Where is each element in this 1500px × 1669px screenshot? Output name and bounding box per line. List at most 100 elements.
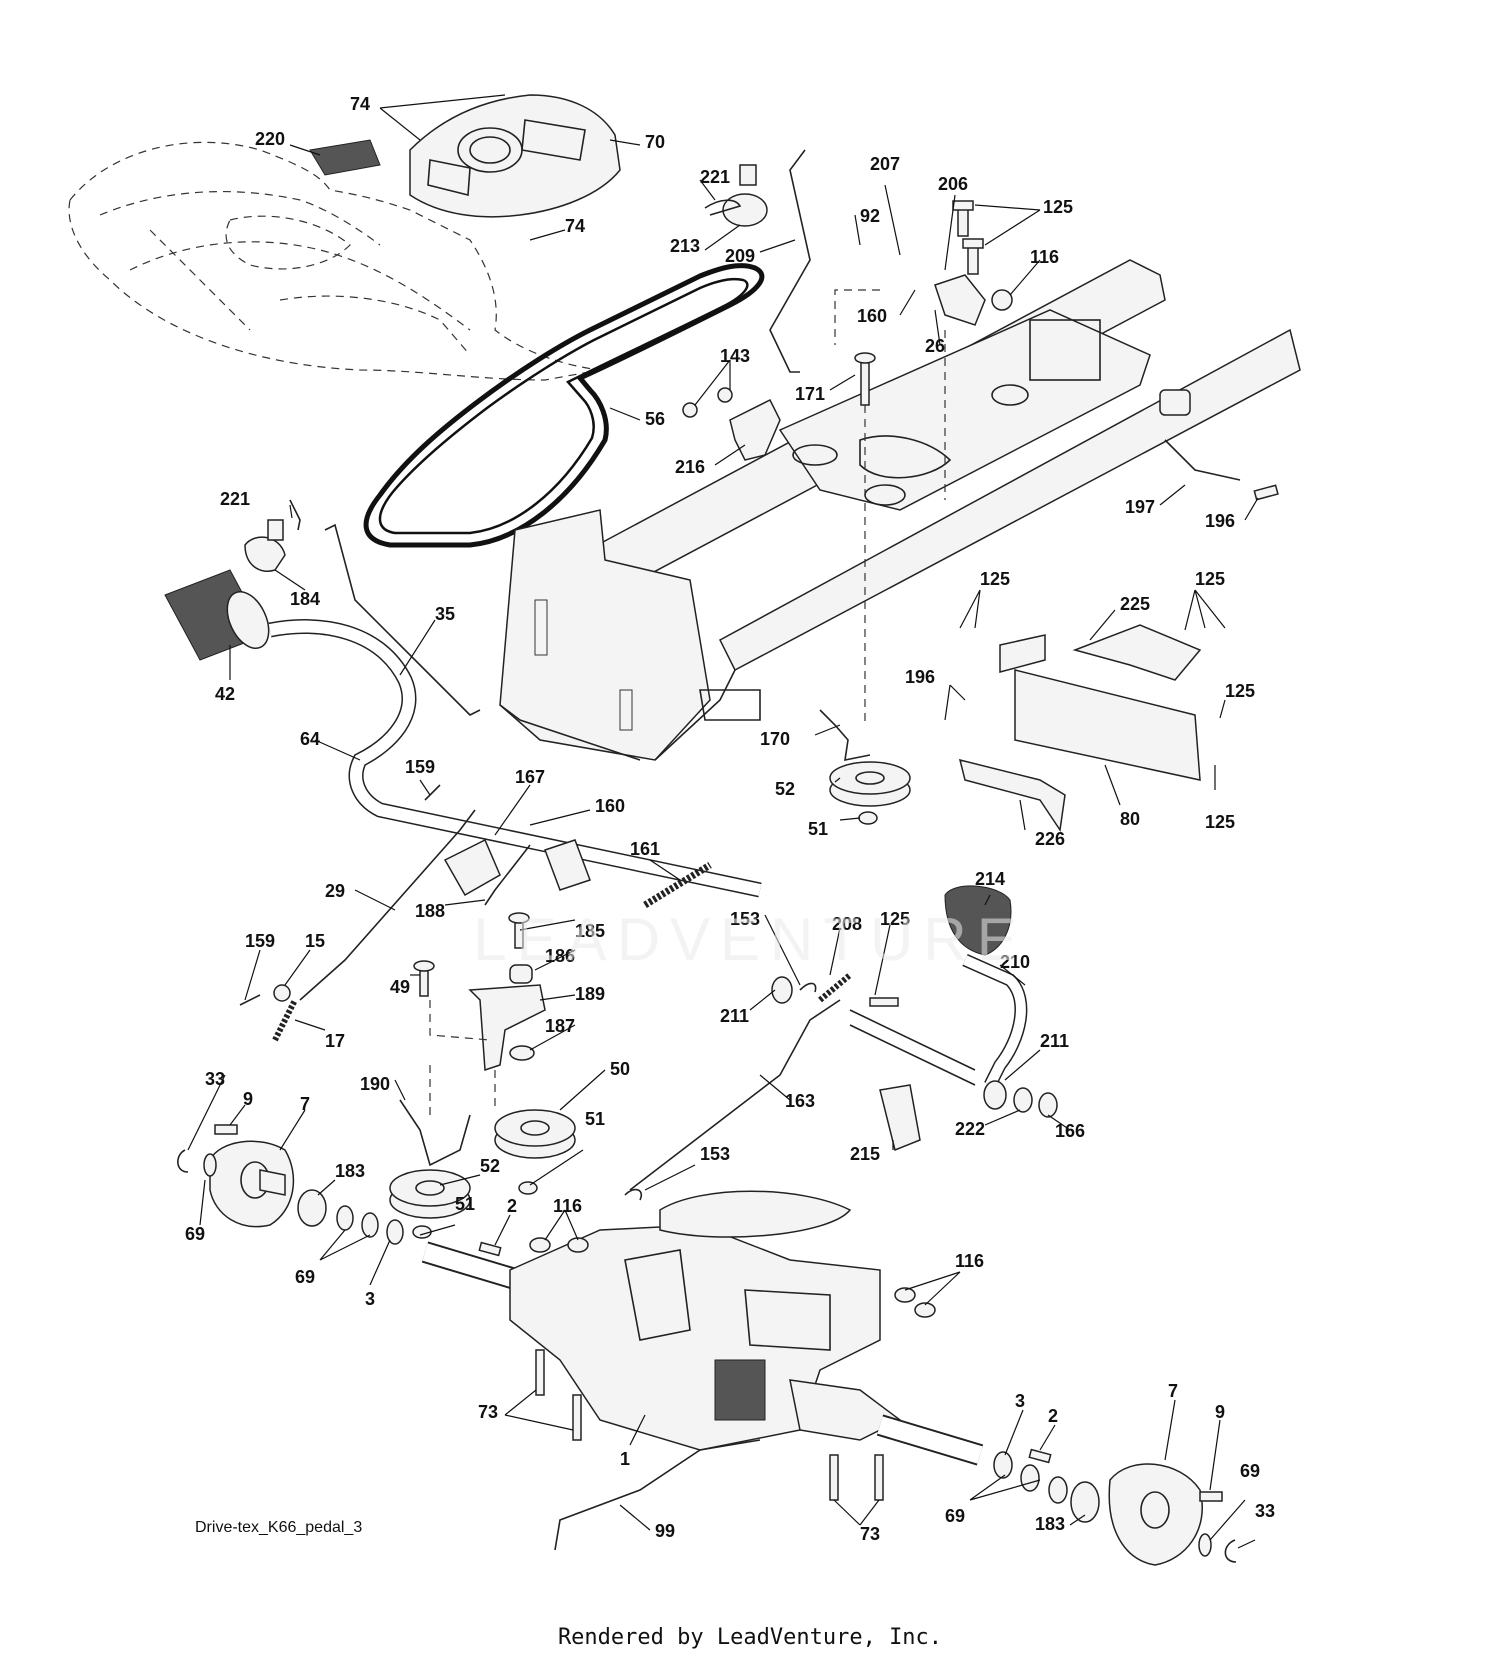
- callout-70: 70: [645, 132, 665, 152]
- pedal-pad-215: [879, 1084, 921, 1152]
- spring-208: [818, 972, 852, 1003]
- bracket-206: [934, 274, 986, 326]
- frame-chassis: [499, 259, 1301, 761]
- callout-213: 213: [670, 236, 700, 256]
- callout-3: 3: [365, 1289, 375, 1309]
- diagram-name: Drive-tex_K66_pedal_3: [195, 1519, 363, 1536]
- drive-belt: [363, 263, 765, 548]
- callout-186: 186: [545, 946, 575, 966]
- hub-7-left: [209, 1140, 295, 1228]
- callout-209: 209: [725, 246, 755, 266]
- callout-206: 206: [938, 174, 968, 194]
- callout-125: 125: [1225, 681, 1255, 701]
- callout-labels: 74 220 70 74 221 213 209 207 92 206 125 …: [185, 94, 1275, 1544]
- callout-166: 166: [1055, 1121, 1085, 1141]
- rod-188: [484, 844, 531, 906]
- callout-51: 51: [585, 1109, 605, 1129]
- callout-2: 2: [1048, 1406, 1058, 1426]
- washers-right-axle: [993, 1451, 1068, 1504]
- callout-183: 183: [1035, 1514, 1065, 1534]
- bracket-216: [729, 398, 781, 461]
- bolts-143: [682, 387, 733, 418]
- callout-183: 183: [335, 1161, 365, 1181]
- washer-15: [273, 984, 291, 1002]
- callout-116: 116: [955, 1251, 984, 1271]
- callout-33: 33: [1255, 1501, 1275, 1521]
- washer-187: [509, 1045, 535, 1061]
- callout-52: 52: [775, 779, 795, 799]
- callout-73: 73: [478, 1402, 498, 1422]
- plate-225: [1072, 624, 1202, 681]
- watermark: LEADVENTURE: [473, 906, 1026, 973]
- callout-33: 33: [205, 1069, 225, 1089]
- callout-69: 69: [295, 1267, 315, 1287]
- bolt-9-left: [214, 1124, 238, 1135]
- transaxle-1: [421, 1190, 984, 1466]
- callout-161: 161: [630, 839, 660, 859]
- callout-196: 196: [905, 667, 935, 687]
- callout-190: 190: [360, 1074, 390, 1094]
- callout-64: 64: [300, 729, 320, 749]
- callout-9: 9: [1215, 1402, 1225, 1422]
- bolt-125-pedal: [869, 997, 899, 1007]
- clip-153-lower: [624, 1188, 643, 1201]
- callout-189: 189: [575, 984, 605, 1004]
- callout-171: 171: [795, 384, 825, 404]
- callout-220: 220: [255, 129, 285, 149]
- callout-52: 52: [480, 1156, 500, 1176]
- clip-153-upper: [799, 982, 817, 993]
- callout-1: 1: [620, 1449, 630, 1469]
- callout-167: 167: [515, 767, 545, 787]
- spring-190: [399, 1099, 471, 1167]
- callout-210: 210: [1000, 952, 1030, 972]
- callout-215: 215: [850, 1144, 880, 1164]
- pedal-plate: [544, 839, 591, 891]
- callout-7: 7: [1168, 1381, 1178, 1401]
- rod-163: [629, 999, 841, 1191]
- knob-184: [244, 519, 286, 572]
- pulley-52-upper: [829, 761, 911, 807]
- callout-163: 163: [785, 1091, 815, 1111]
- hood-outline: [68, 141, 601, 381]
- callout-99: 99: [655, 1521, 675, 1541]
- callout-49: 49: [390, 977, 410, 997]
- callout-29: 29: [325, 881, 345, 901]
- callout-116: 116: [1030, 247, 1059, 267]
- bearing-183-right: [1070, 1481, 1100, 1523]
- washer-211-left: [771, 976, 793, 1004]
- callout-221: 221: [220, 489, 250, 509]
- bolt-196-right: [1253, 484, 1279, 501]
- bolt-9-right: [1199, 1491, 1223, 1502]
- callout-125: 125: [980, 569, 1010, 589]
- callout-187: 187: [545, 1016, 575, 1036]
- callout-160: 160: [857, 306, 887, 326]
- callout-185: 185: [575, 921, 605, 941]
- pin-221: [704, 199, 742, 216]
- nuts-116-transaxle: [529, 1237, 936, 1318]
- callout-17: 17: [325, 1031, 345, 1051]
- callout-15: 15: [305, 931, 325, 951]
- callout-42: 42: [215, 684, 235, 704]
- callout-221: 221: [700, 167, 730, 187]
- idler-guides: [429, 289, 946, 1120]
- rod-29: [299, 809, 476, 1001]
- callout-35: 35: [435, 604, 455, 624]
- callout-188: 188: [415, 901, 445, 921]
- callout-153: 153: [730, 909, 760, 929]
- render-credit: Rendered by LeadVenture, Inc.: [557, 1625, 943, 1650]
- callout-116: 116: [553, 1196, 582, 1216]
- plate-80: [999, 634, 1201, 781]
- bearing-183-left: [297, 1189, 327, 1227]
- spring-170: [819, 709, 871, 762]
- rod-35: [324, 523, 481, 716]
- bolt-185: [508, 912, 530, 949]
- nut-51-lower: [412, 1225, 432, 1239]
- callout-207: 207: [870, 154, 900, 174]
- callout-196: 196: [1205, 511, 1235, 531]
- callout-73: 73: [860, 1524, 880, 1544]
- callout-159: 159: [245, 931, 275, 951]
- callout-80: 80: [1120, 809, 1140, 829]
- callout-125: 125: [880, 909, 910, 929]
- callout-214: 214: [975, 869, 1005, 889]
